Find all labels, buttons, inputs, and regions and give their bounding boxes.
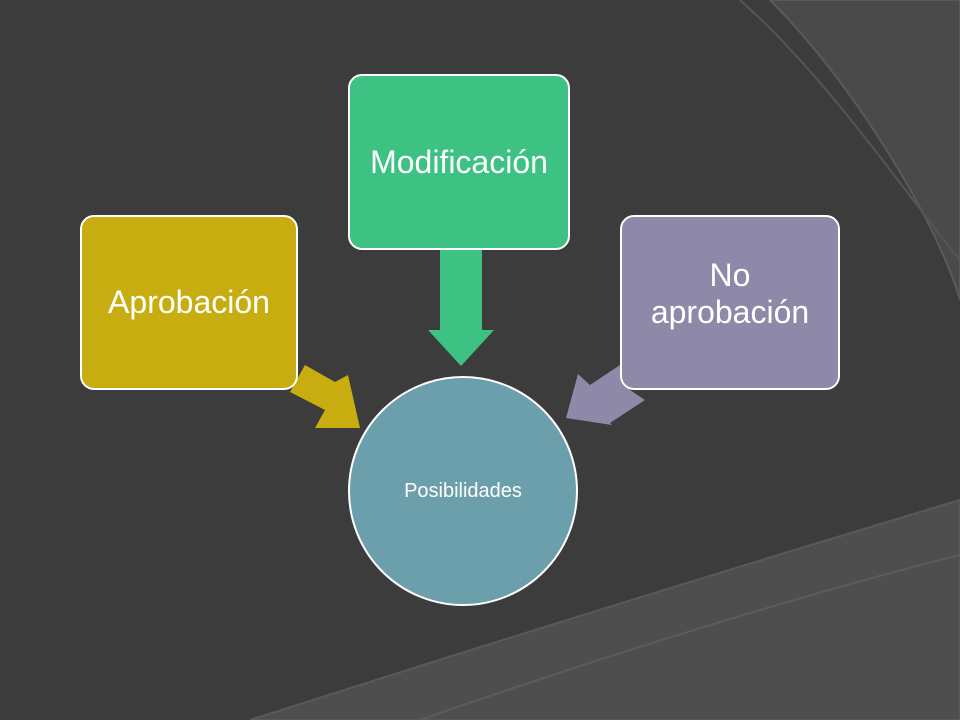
- center-posibilidades: Posibilidades: [348, 376, 578, 606]
- bottom-swoosh: [249, 498, 960, 720]
- center-posibilidades-label: Posibilidades: [404, 479, 522, 502]
- bottom-swoosh-line: [419, 554, 960, 720]
- node-no-aprobacion-label: No aprobación: [650, 256, 810, 330]
- arrow-modificacion: [428, 250, 494, 366]
- node-no-aprobacion: No aprobación: [620, 215, 840, 390]
- top-right-swoosh-line: [739, 0, 960, 261]
- node-aprobacion: Aprobación: [80, 215, 298, 390]
- node-modificacion-label: Modificación: [370, 143, 548, 180]
- node-modificacion: Modificación: [348, 74, 570, 250]
- node-aprobacion-label: Aprobación: [108, 284, 270, 321]
- arrow-aprobacion: [290, 365, 360, 428]
- top-right-swoosh: [768, 0, 960, 301]
